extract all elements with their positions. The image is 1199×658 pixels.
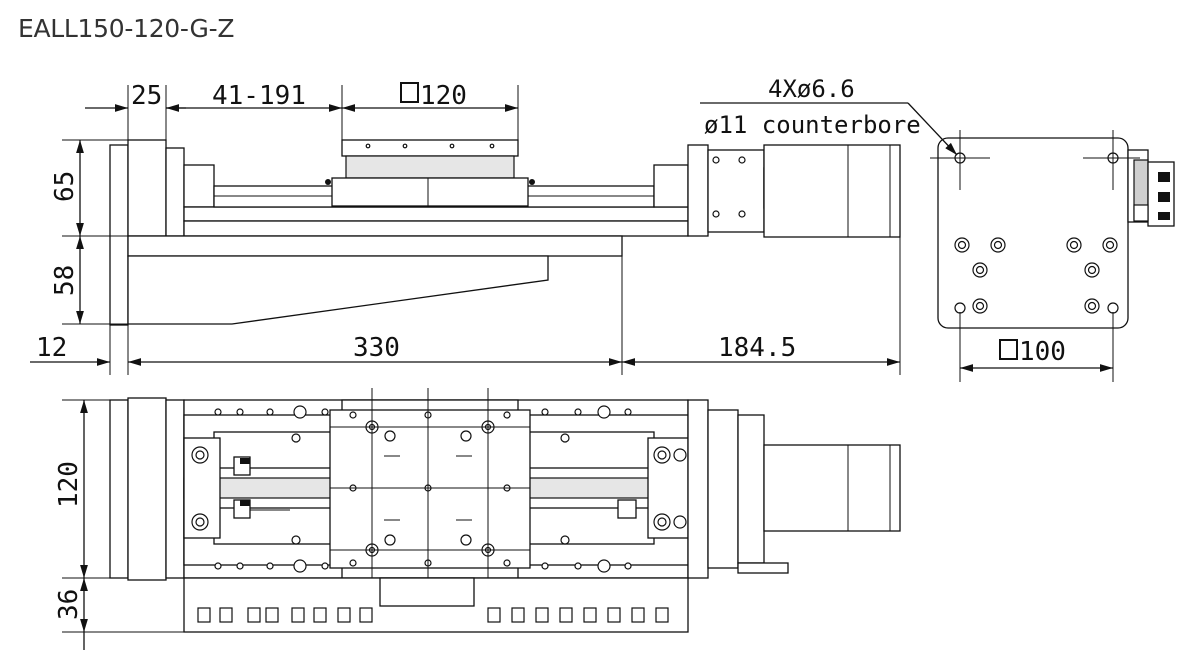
end-cap-left xyxy=(127,139,167,237)
side-view: 25 41-191 120 65 58 12 330 184.5 xyxy=(30,81,901,375)
top-view: 120 36 xyxy=(54,388,901,650)
dim-12: 12 xyxy=(36,333,67,363)
note-hole-spec: 4Xø6.6 xyxy=(768,75,855,103)
dim-120-width: 120 xyxy=(54,461,84,508)
drawing-title: EALL150-120-G-Z xyxy=(18,14,235,43)
dim-65: 65 xyxy=(50,171,80,202)
end-view: 4Xø6.6 ø11 counterbore 100 xyxy=(700,75,1175,382)
motor-flange xyxy=(707,149,765,233)
dim-58: 58 xyxy=(50,265,80,296)
end-plate-left xyxy=(109,144,129,326)
square-symbol xyxy=(400,82,419,103)
top-motor-body xyxy=(763,444,901,532)
top-end-cap-left xyxy=(127,397,167,581)
carriage xyxy=(345,155,515,179)
counterbore-holes xyxy=(954,237,1118,314)
dim-25: 25 xyxy=(131,81,162,111)
base-support xyxy=(127,235,623,257)
motor-face xyxy=(937,137,1129,329)
dim-330: 330 xyxy=(353,333,400,363)
note-counterbore: ø11 counterbore xyxy=(704,111,921,139)
dim-square-120: 120 xyxy=(420,81,467,111)
dim-36: 36 xyxy=(54,589,84,620)
dim-41-191: 41-191 xyxy=(212,81,306,111)
motor-body xyxy=(763,144,901,238)
dim-184-5: 184.5 xyxy=(718,333,796,363)
dim-square-100: 100 xyxy=(1019,337,1066,367)
rail-body xyxy=(183,206,689,222)
chain-links xyxy=(197,607,669,623)
square-symbol xyxy=(999,339,1018,360)
